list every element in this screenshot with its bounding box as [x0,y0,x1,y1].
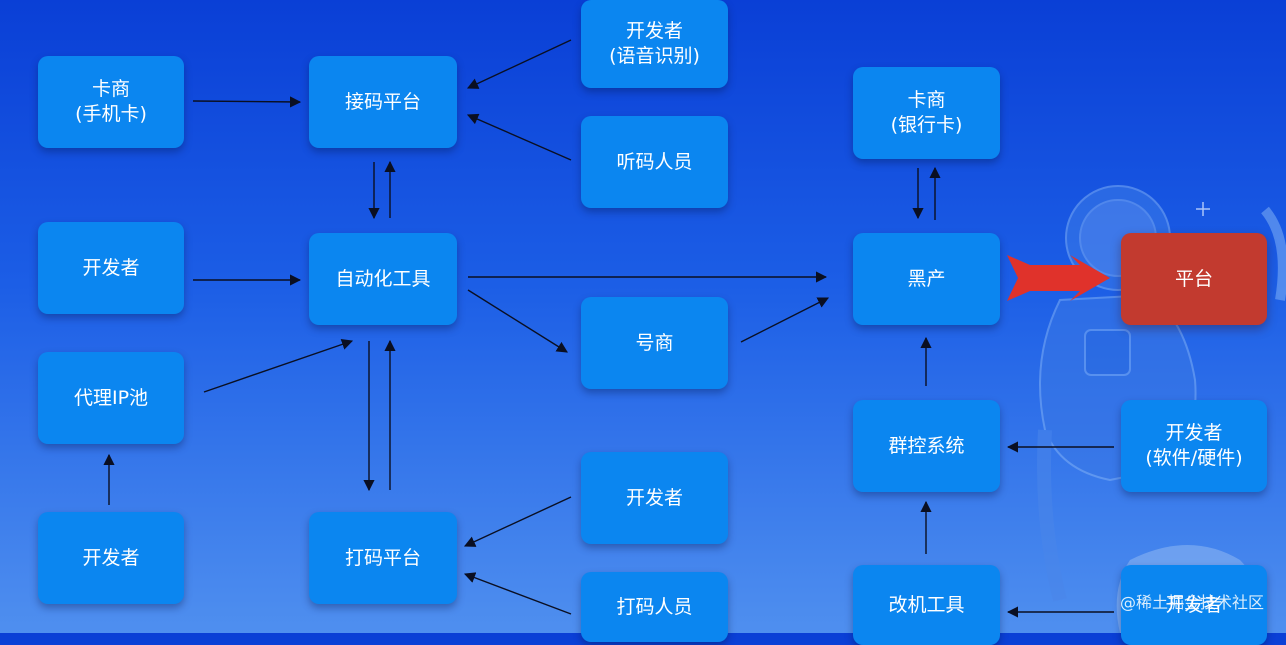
node-sms-platform: 接码平台 [309,56,457,148]
node-label: 开发者 [82,546,140,569]
arrow-card-to-sms [192,96,302,108]
node-black-industry: 黑产 [853,233,1000,325]
node-label: 开发者 [1165,593,1223,616]
node-group-control: 群控系统 [853,400,1000,492]
node-label: 打码人员 [616,595,693,618]
node-label: 号商 [635,331,674,354]
node-account-merchant: 号商 [581,297,728,389]
arrow-account-to-black [740,297,829,343]
node-dev-voice: 开发者 (语音识别) [581,0,728,88]
node-label: 开发者 [1165,422,1223,444]
node-sublabel: (手机卡) [75,103,147,125]
node-developer-c: 开发者 [581,452,728,544]
node-card-merchant-bank: 卡商 (银行卡) [853,67,1000,159]
node-captcha-worker: 打码人员 [581,572,728,642]
node-label: 卡商 [91,78,130,100]
node-label: 听码人员 [616,150,693,173]
node-automation-tool: 自动化工具 [309,233,457,325]
node-label: 自动化工具 [335,267,431,290]
node-label: 接码平台 [344,90,421,113]
node-label: 群控系统 [888,434,965,457]
node-dev-software-hardware: 开发者 (软件/硬件) [1121,400,1267,492]
node-label: 黑产 [907,267,946,290]
arrow-auto-to-account [467,289,568,353]
node-developer-d: 开发者 [1121,565,1267,645]
node-developer-b: 开发者 [38,512,184,604]
arrow-devvoice-to-sms [466,39,572,89]
node-label: 开发者 [625,20,683,42]
node-platform: 平台 [1121,233,1267,325]
arrow-devc-to-captcha [463,496,572,547]
node-sublabel: (软件/硬件) [1145,447,1243,469]
node-developer-a: 开发者 [38,222,184,314]
node-proxy-ip-pool: 代理IP池 [38,352,184,444]
node-label: 开发者 [82,256,140,279]
node-label: 开发者 [625,486,683,509]
node-label: 平台 [1174,267,1213,290]
big-red-arrow [1007,255,1110,301]
watermark: @稀土掘金技术社区 [1119,593,1264,612]
node-card-merchant-phone: 卡商 (手机卡) [38,56,184,148]
node-label: 卡商 [907,89,946,111]
node-device-modify-tool: 改机工具 [853,565,1000,645]
node-label: 改机工具 [888,593,965,616]
arrow-listener-to-sms [466,113,572,161]
arrow-worker-to-captcha [463,572,572,615]
node-label: 代理IP池 [73,386,149,409]
node-sublabel: (语音识别) [609,45,700,67]
node-sublabel: (银行卡) [890,114,963,136]
node-code-listener: 听码人员 [581,116,728,208]
node-captcha-platform: 打码平台 [309,512,457,604]
arrow-proxy-to-auto [203,338,354,393]
node-label: 打码平台 [344,546,421,569]
